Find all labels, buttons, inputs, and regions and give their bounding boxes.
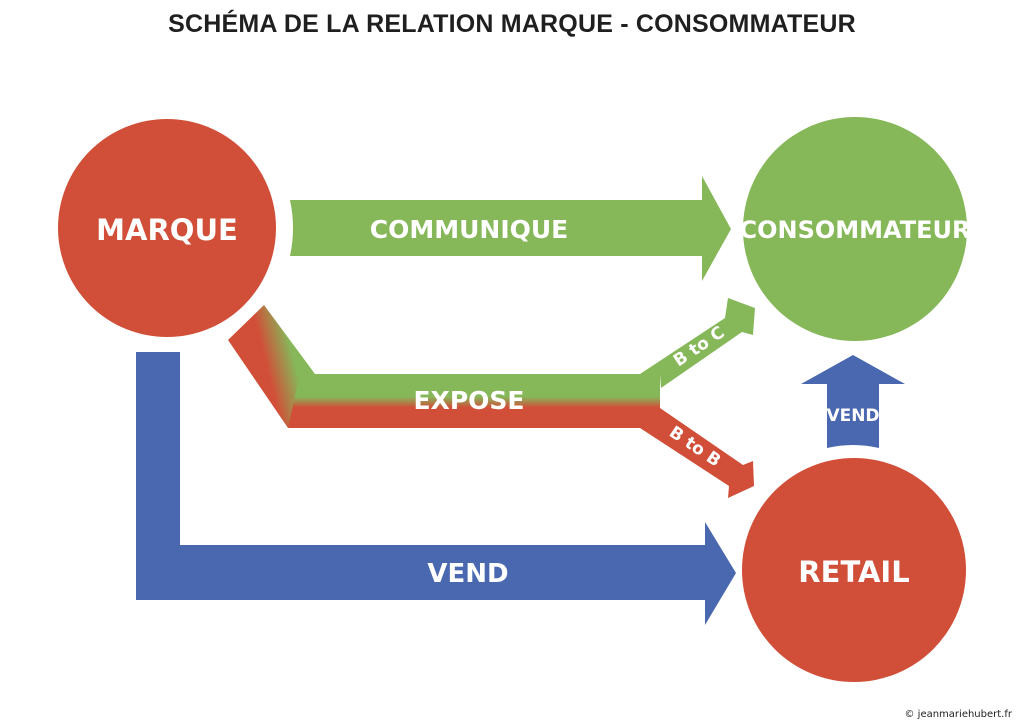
arrow-vend-label: VEND [427,559,508,589]
arrow-vend-shape [136,352,736,625]
arrow-communique: COMMUNIQUE [290,176,731,281]
arrow-vend-up-shape [801,355,905,448]
arrow-b-to-c-shape [640,298,755,388]
node-retail-label: RETAIL [798,555,909,589]
node-retail: RETAIL [742,458,966,682]
arrow-expose-body [288,374,660,428]
arrow-vend-marque-retail: VEND [136,352,736,625]
node-marque-circle [52,113,282,343]
node-retail-circle [742,458,966,682]
node-consommateur-label: CONSOMMATEUR [740,216,971,244]
arrow-expose-diagonal [228,305,315,428]
arrow-vend-retail-consommateur: VEND [801,355,905,448]
diagram-title: SCHÉMA DE LA RELATION MARQUE - CONSOMMAT… [168,10,856,38]
arrow-communique-label: COMMUNIQUE [370,215,569,244]
copyright-credit: © jeanmariehubert.fr [904,709,1012,720]
arrow-communique-shape [290,176,731,281]
node-consommateur: CONSOMMATEUR [740,117,971,341]
arrow-expose-label: EXPOSE [413,386,524,415]
node-marque-label: MARQUE [96,213,238,247]
arrow-vend-up-label: VEND [826,406,879,426]
arrow-b-to-b: B to B [640,408,754,498]
arrow-b-to-b-shape [640,408,754,498]
node-consommateur-circle [743,117,967,341]
arrow-expose: EXPOSE [228,305,660,428]
node-marque: MARQUE [52,113,282,343]
